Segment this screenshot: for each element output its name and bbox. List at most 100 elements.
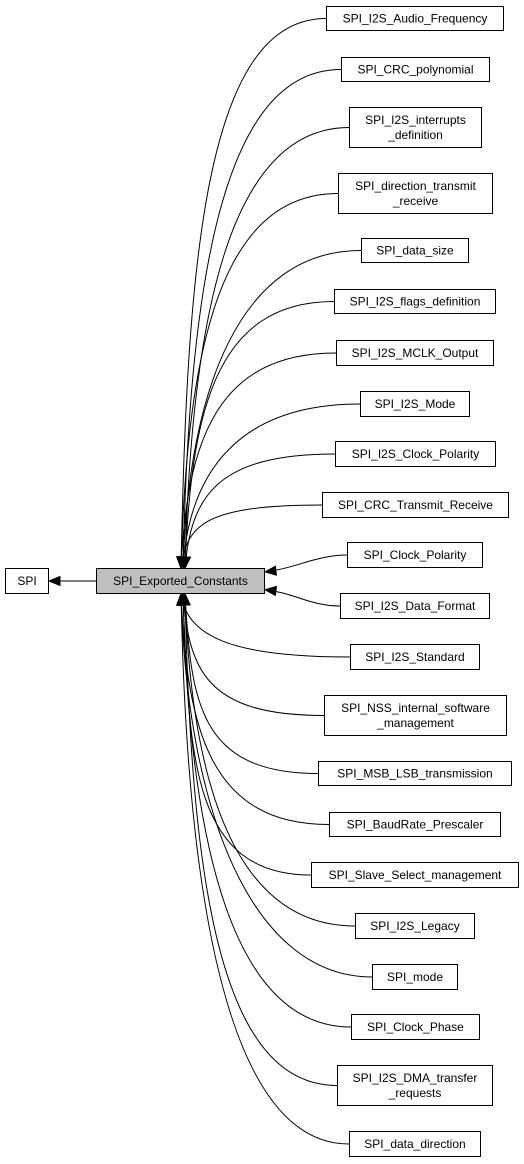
node-spi-clock-phase[interactable]: SPI_Clock_Phase — [351, 1014, 480, 1040]
node-spi-data-size[interactable]: SPI_data_size — [361, 238, 469, 263]
edge-spi-data-direction — [180, 593, 350, 1145]
edge-spi-msb-lsb-transmission — [184, 593, 319, 774]
node-spi-i2s-data-format-box — [340, 593, 490, 619]
node-spi-nss-internal-software-management-label: _management — [376, 716, 454, 730]
node-spi-i2s-clock-polarity-label: SPI_I2S_Clock_Polarity — [352, 447, 479, 461]
node-spi-exported-constants: SPI_Exported_Constants — [96, 568, 265, 594]
node-spi-i2s-mclk-output-box — [336, 340, 494, 366]
node-spi-slave-select-management[interactable]: SPI_Slave_Select_management — [311, 862, 519, 888]
edge-spi-crc-polynomial — [182, 69, 342, 569]
node-spi-i2s-audio-frequency[interactable]: SPI_I2S_Audio_Frequency — [326, 6, 504, 31]
node-spi-clock-polarity-box — [347, 542, 483, 568]
node-spi-i2s-data-format[interactable]: SPI_I2S_Data_Format — [340, 593, 490, 619]
edge-spi-baudrate-prescaler — [180, 593, 330, 825]
edge-spi-clock-polarity-arrow — [263, 565, 278, 576]
node-spi[interactable]: SPI — [5, 568, 49, 594]
node-spi-clock-polarity[interactable]: SPI_Clock_Polarity — [347, 542, 483, 568]
node-spi-i2s-clock-polarity-box — [335, 441, 496, 467]
node-spi-exported-constants-box — [96, 568, 265, 594]
node-spi-data-direction-label: SPI_data_direction — [364, 1137, 465, 1151]
edge-spi-i2s-flags-definition — [184, 301, 335, 569]
edge-spi-i2s-legacy — [184, 593, 356, 927]
node-spi-slave-select-management-label: SPI_Slave_Select_management — [329, 868, 502, 882]
node-spi-i2s-mclk-output-label: SPI_I2S_MCLK_Output — [352, 346, 479, 360]
node-spi-data-size-box — [361, 238, 469, 263]
node-spi-i2s-clock-polarity[interactable]: SPI_I2S_Clock_Polarity — [335, 441, 496, 467]
node-spi-nss-internal-software-management-label: SPI_NSS_internal_software — [341, 701, 490, 715]
node-spi-i2s-dma-transfer-requests-box — [337, 1065, 493, 1106]
node-spi-i2s-dma-transfer-requests[interactable]: SPI_I2S_DMA_transfer_requests — [337, 1065, 493, 1106]
edge-spi-i2s-interrupts-definition — [184, 127, 350, 569]
node-spi-data-direction-box — [349, 1131, 481, 1157]
node-spi-i2s-interrupts-definition-label: _definition — [387, 128, 443, 142]
node-spi-nss-internal-software-management[interactable]: SPI_NSS_internal_software_management — [324, 695, 507, 736]
node-spi-direction-transmit-receive-box — [338, 173, 493, 214]
node-spi-i2s-interrupts-definition[interactable]: SPI_I2S_interrupts_definition — [349, 107, 482, 148]
node-spi-slave-select-management-box — [311, 862, 519, 888]
node-spi-msb-lsb-transmission-box — [318, 761, 512, 786]
node-spi-i2s-legacy[interactable]: SPI_I2S_Legacy — [355, 913, 475, 939]
node-spi-mode-label: SPI_mode — [387, 970, 443, 984]
edge-spi-data-direction-arrow — [175, 592, 187, 606]
node-spi-clock-phase-box — [351, 1014, 480, 1040]
node-spi-i2s-legacy-label: SPI_I2S_Legacy — [370, 919, 459, 933]
graph-edges — [47, 18, 373, 1145]
edge-spi-nss-internal-software-management — [182, 593, 325, 716]
node-spi-crc-polynomial-label: SPI_CRC_polynomial — [357, 63, 473, 77]
node-spi-i2s-mclk-output[interactable]: SPI_I2S_MCLK_Output — [336, 340, 494, 366]
node-spi-i2s-interrupts-definition-box — [349, 107, 482, 148]
edge-spi-i2s-data-format-arrow — [263, 585, 277, 597]
node-spi-i2s-audio-frequency-box — [326, 6, 504, 31]
edge-spi-i2s-audio-frequency — [180, 18, 327, 569]
node-spi-i2s-legacy-box — [355, 913, 475, 939]
node-spi-direction-transmit-receive-label: SPI_direction_transmit — [355, 179, 476, 193]
edge-spi-i2s-clock-polarity — [184, 453, 336, 569]
node-spi-i2s-mode-box — [360, 391, 470, 417]
node-spi-i2s-mode[interactable]: SPI_I2S_Mode — [360, 391, 470, 417]
edge-spi-direction-transmit-receive — [180, 193, 339, 569]
node-spi-data-size-label: SPI_data_size — [376, 244, 454, 258]
edge-spi-slave-select-management — [182, 593, 312, 876]
edge-spi-i2s-dma-transfer-requests — [184, 593, 338, 1086]
edge-spi-crc-transmit-receive — [180, 504, 323, 569]
node-spi-i2s-audio-frequency-label: SPI_I2S_Audio_Frequency — [343, 12, 488, 26]
node-spi-crc-transmit-receive-label: SPI_CRC_Transmit_Receive — [338, 498, 493, 512]
node-spi-mode-box — [372, 964, 458, 990]
node-spi-nss-internal-software-management-box — [324, 695, 507, 736]
edge-spi-i2s-mode — [182, 403, 361, 569]
node-spi-mode[interactable]: SPI_mode — [372, 964, 458, 990]
node-spi-i2s-standard-label: SPI_I2S_Standard — [365, 650, 464, 664]
node-spi-crc-polynomial[interactable]: SPI_CRC_polynomial — [341, 57, 490, 82]
node-spi-i2s-flags-definition-label: SPI_I2S_flags_definition — [350, 295, 481, 309]
node-spi-i2s-standard-box — [350, 644, 480, 670]
node-spi-i2s-dma-transfer-requests-label: _requests — [388, 1086, 442, 1100]
node-spi-i2s-flags-definition-box — [334, 289, 496, 314]
node-spi-i2s-dma-transfer-requests-label: SPI_I2S_DMA_transfer — [353, 1071, 478, 1085]
node-spi-clock-phase-label: SPI_Clock_Phase — [367, 1020, 464, 1034]
node-spi-i2s-data-format-label: SPI_I2S_Data_Format — [355, 599, 476, 613]
node-spi-label: SPI — [17, 574, 36, 588]
node-spi-direction-transmit-receive[interactable]: SPI_direction_transmit_receive — [338, 173, 493, 214]
node-spi-i2s-interrupts-definition-label: SPI_I2S_interrupts — [365, 113, 466, 127]
node-spi-crc-transmit-receive[interactable]: SPI_CRC_Transmit_Receive — [322, 492, 509, 518]
node-spi-i2s-standard[interactable]: SPI_I2S_Standard — [350, 644, 480, 670]
node-spi-i2s-mode-label: SPI_I2S_Mode — [375, 397, 456, 411]
edge-current-to-parent-arrow — [47, 575, 61, 587]
node-spi-crc-transmit-receive-box — [322, 492, 509, 518]
node-spi-msb-lsb-transmission-label: SPI_MSB_LSB_transmission — [337, 767, 492, 781]
node-spi-baudrate-prescaler-box — [329, 812, 501, 837]
node-spi-msb-lsb-transmission[interactable]: SPI_MSB_LSB_transmission — [318, 761, 512, 786]
node-spi-data-direction[interactable]: SPI_data_direction — [349, 1131, 481, 1157]
node-spi-i2s-flags-definition[interactable]: SPI_I2S_flags_definition — [334, 289, 496, 314]
node-spi-box — [5, 568, 49, 594]
edge-spi-i2s-mclk-output — [180, 352, 337, 569]
node-spi-clock-polarity-label: SPI_Clock_Polarity — [364, 548, 467, 562]
node-spi-direction-transmit-receive-label: _receive — [392, 194, 439, 208]
graph-nodes: SPI SPI_Exported_Constants SPI_I2S_Audio_F… — [5, 6, 519, 1157]
node-spi-exported-constants-label: SPI_Exported_Constants — [113, 574, 248, 588]
edge-spi-crc-transmit-receive-arrow — [177, 555, 188, 570]
node-spi-baudrate-prescaler-label: SPI_BaudRate_Prescaler — [347, 818, 484, 832]
node-spi-baudrate-prescaler[interactable]: SPI_BaudRate_Prescaler — [329, 812, 501, 837]
edge-spi-clock-polarity — [264, 554, 348, 573]
